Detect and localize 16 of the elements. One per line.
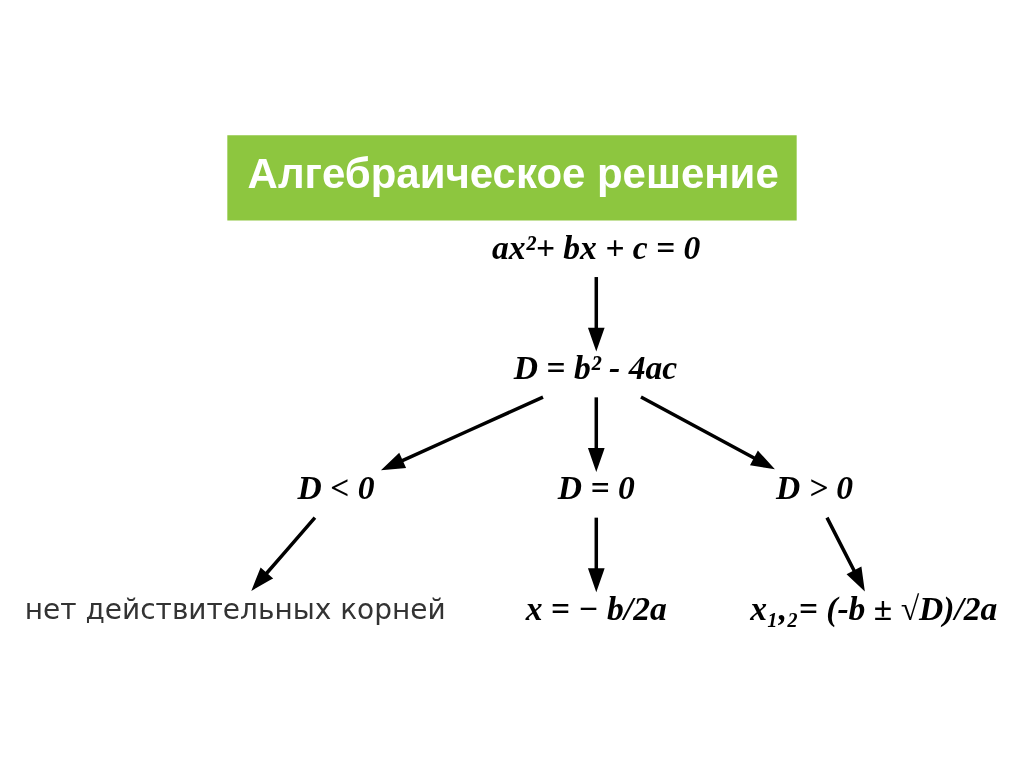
node-text: D > 0 xyxy=(776,469,853,507)
diagram-title: Алгебраическое решение xyxy=(247,149,779,197)
node-text: D < 0 xyxy=(297,469,375,507)
node-text: x = − b/2a xyxy=(525,589,667,627)
node-text: нет действительных корней xyxy=(24,593,446,627)
node-text: ax²+ bx + c = 0 xyxy=(492,228,701,266)
node-text: x₁,₂= (-b ± √D)/2a xyxy=(750,589,998,627)
node-text: D = b² - 4ac xyxy=(513,348,678,386)
arrow xyxy=(640,395,775,470)
arrow xyxy=(587,517,605,593)
arrow xyxy=(587,277,605,352)
arrow xyxy=(380,395,544,471)
arrow xyxy=(251,516,317,591)
arrow xyxy=(587,397,605,472)
node-text: D = 0 xyxy=(557,469,635,507)
arrow xyxy=(825,516,865,592)
